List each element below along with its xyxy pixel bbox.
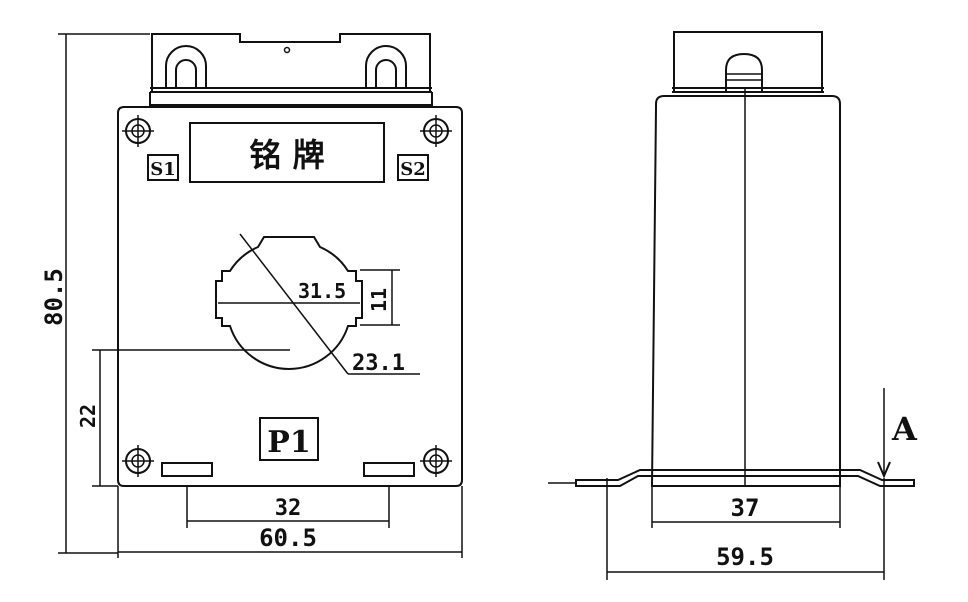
overall-width-value: 60.5 xyxy=(259,524,317,552)
window-diameter-leader xyxy=(239,233,349,375)
side-view: A 37 59.5 xyxy=(548,31,918,580)
mounting-slot-left xyxy=(161,462,213,477)
terminal-screw-icon xyxy=(725,52,763,92)
terminal-s2-label: S2 xyxy=(400,159,426,180)
body-width-value: 37 xyxy=(731,494,760,522)
side-body-outline xyxy=(650,95,841,487)
view-arrow-label: A xyxy=(891,410,918,448)
overall-height-value: 80.5 xyxy=(40,268,68,326)
window-height-value: 11 xyxy=(367,288,391,312)
window-bottom-value: 22 xyxy=(76,404,100,428)
screw-bottom-left-icon xyxy=(122,445,154,477)
mount-hole-spacing-value: 32 xyxy=(275,496,302,521)
side-top-cap xyxy=(673,31,823,92)
screw-top-left-icon xyxy=(122,115,154,147)
primary-label-box xyxy=(259,417,319,461)
nameplate-box xyxy=(189,122,385,183)
front-body-outline xyxy=(117,106,463,487)
terminal-s1-label: S1 xyxy=(150,159,176,180)
terminal-block-top xyxy=(149,33,433,106)
nameplate-label: 铭 牌 xyxy=(249,136,324,174)
front-view: 铭 牌 S1 S2 23.1 31.5 11 P1 22 80.5 xyxy=(40,33,463,558)
mounting-slot-right xyxy=(363,462,415,477)
base-width-value: 59.5 xyxy=(716,543,774,571)
primary-window-outline xyxy=(215,236,363,370)
window-diameter-value: 23.1 xyxy=(352,351,405,376)
screw-top-right-icon xyxy=(420,115,452,147)
screw-bottom-right-icon xyxy=(420,445,452,477)
primary-label: P1 xyxy=(267,425,310,460)
terminal-s2-box xyxy=(397,154,429,181)
side-base-plate xyxy=(575,469,915,487)
terminal-s1-box xyxy=(147,154,179,181)
window-width-value: 31.5 xyxy=(298,279,346,303)
